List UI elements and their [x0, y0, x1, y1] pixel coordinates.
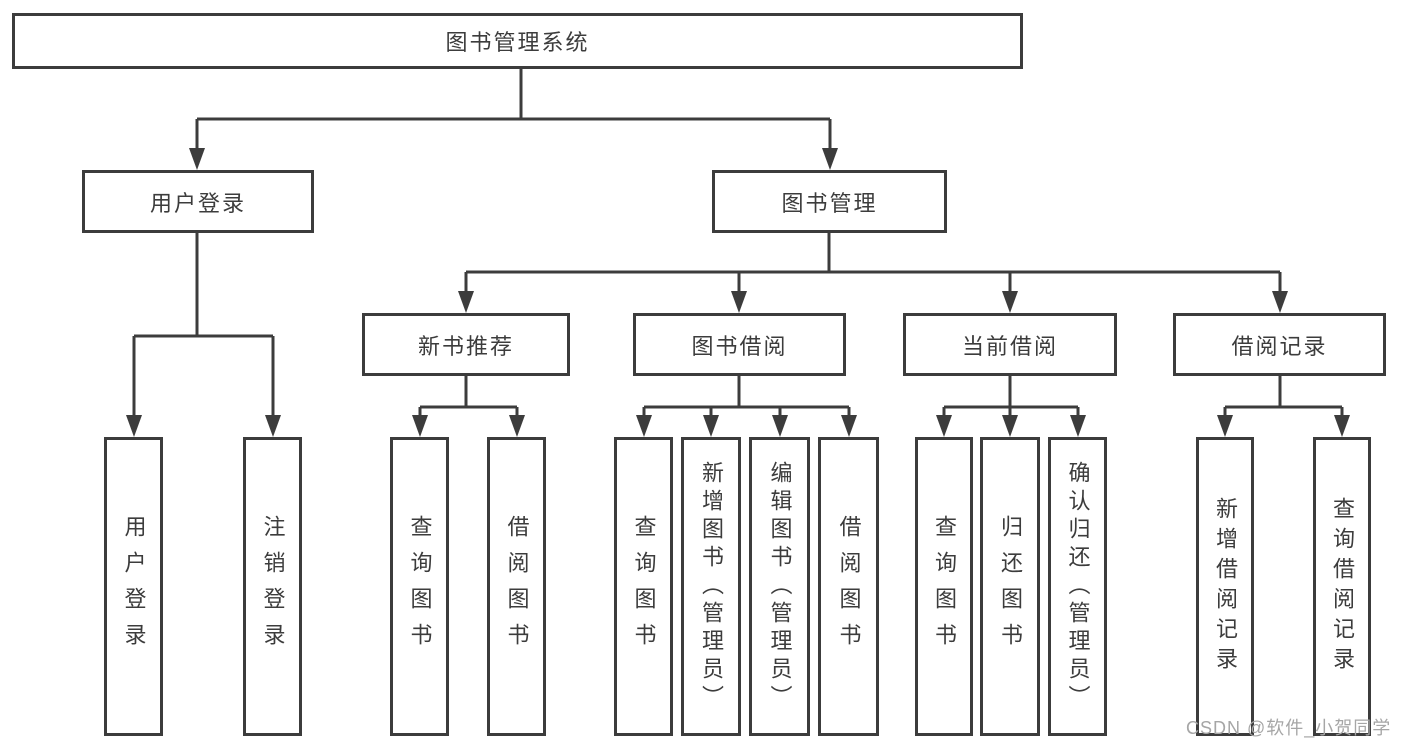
leaf-bb-query-books-label: 查询图书 — [631, 514, 657, 659]
leaf-bb-add-books-admin-label: 新增图书（管理员） — [699, 460, 724, 713]
connector-to-new-book-rec — [464, 272, 468, 293]
connector-to-cb-confirm — [1076, 407, 1080, 419]
connector-to-leaf-logout — [271, 336, 275, 419]
connector-to-nbr-query — [418, 407, 422, 419]
leaf-cb-return-books: 归还图书 — [980, 437, 1040, 736]
connector-book-mgmt-branch — [466, 270, 1280, 274]
connector-nbr-branch — [420, 405, 517, 409]
connector-user-login-stem — [195, 233, 199, 337]
arrowhead-leaf-logout — [265, 415, 281, 437]
arrowhead-br-query — [1334, 415, 1350, 437]
node-book-borrowing: 图书借阅 — [633, 313, 846, 376]
connector-cb-stem — [1008, 376, 1012, 408]
connector-to-nbr-borrow — [515, 407, 519, 419]
node-library-system-label: 图书管理系统 — [445, 30, 590, 55]
leaf-nbr-query-books: 查询图书 — [390, 437, 449, 736]
node-user-login-label: 用户登录 — [149, 190, 246, 216]
leaf-br-query-record: 查询借阅记录 — [1313, 437, 1371, 736]
leaf-logout: 注销登录 — [243, 437, 302, 736]
node-book-borrowing-label: 图书借阅 — [691, 333, 788, 359]
node-new-book-recommend: 新书推荐 — [362, 313, 570, 376]
connector-to-br-add — [1223, 407, 1227, 419]
connector-user-login-branch — [134, 334, 273, 338]
leaf-user-login: 用户登录 — [104, 437, 163, 736]
connector-nbr-stem — [464, 376, 468, 408]
connector-to-bb-query — [642, 407, 646, 419]
connector-bb-branch — [644, 405, 849, 409]
leaf-bb-query-books: 查询图书 — [614, 437, 673, 736]
leaf-bb-edit-books-admin-label: 编辑图书（管理员） — [767, 460, 793, 713]
leaf-bb-borrow-books: 借阅图书 — [818, 437, 879, 736]
arrowhead-book-mgmt — [822, 148, 838, 170]
arrowhead-nbr-borrow — [509, 415, 525, 437]
connector-to-book-mgmt — [828, 119, 832, 152]
arrowhead-bb-edit — [772, 415, 788, 437]
connector-bb-stem — [737, 376, 741, 408]
connector-to-bb-add — [709, 407, 713, 419]
arrowhead-user-login — [189, 148, 205, 170]
csdn-watermark: CSDN @软件_小贺同学 — [1186, 718, 1392, 738]
node-library-system: 图书管理系统 — [12, 13, 1023, 69]
leaf-cb-confirm-return-admin: 确认归还（管理员） — [1048, 437, 1107, 736]
arrowhead-borrow-records — [1272, 291, 1288, 313]
connector-to-current-borrow — [1008, 272, 1012, 293]
connector-to-leaf-user-login — [132, 336, 136, 419]
node-book-management-label: 图书管理 — [781, 190, 878, 216]
leaf-br-query-record-label: 查询借阅记录 — [1330, 496, 1355, 677]
node-borrow-records-label: 借阅记录 — [1231, 333, 1328, 359]
leaf-user-login-label: 用户登录 — [121, 514, 147, 659]
leaf-br-add-record: 新增借阅记录 — [1196, 437, 1254, 736]
arrowhead-cb-query — [936, 415, 952, 437]
leaf-bb-add-books-admin: 新增图书（管理员） — [681, 437, 741, 736]
leaf-cb-query-books: 查询图书 — [915, 437, 973, 736]
leaf-nbr-query-books-label: 查询图书 — [407, 514, 433, 659]
arrowhead-current-borrow — [1002, 291, 1018, 313]
node-current-borrowing: 当前借阅 — [903, 313, 1117, 376]
node-book-management: 图书管理 — [712, 170, 947, 233]
leaf-cb-confirm-return-admin-label: 确认归还（管理员） — [1065, 460, 1091, 713]
connector-to-br-query — [1340, 407, 1344, 419]
arrowhead-book-borrow — [731, 291, 747, 313]
leaf-nbr-borrow-books-label: 借阅图书 — [504, 514, 530, 659]
connector-to-bb-edit — [778, 407, 782, 419]
arrowhead-bb-add — [703, 415, 719, 437]
connector-to-borrow-records — [1278, 272, 1282, 293]
leaf-logout-label: 注销登录 — [260, 514, 286, 659]
node-new-book-recommend-label: 新书推荐 — [417, 333, 514, 359]
arrowhead-new-book-rec — [458, 291, 474, 313]
connector-to-cb-query — [942, 407, 946, 419]
node-current-borrowing-label: 当前借阅 — [961, 333, 1058, 359]
arrowhead-cb-return — [1002, 415, 1018, 437]
connector-book-mgmt-stem — [827, 233, 831, 273]
leaf-br-add-record-label: 新增借阅记录 — [1213, 496, 1238, 677]
arrowhead-leaf-user-login — [126, 415, 142, 437]
arrowhead-cb-confirm — [1070, 415, 1086, 437]
leaf-cb-return-books-label: 归还图书 — [998, 514, 1023, 659]
connector-root-branch — [197, 117, 830, 121]
arrowhead-bb-query — [636, 415, 652, 437]
connector-br-stem — [1278, 376, 1282, 408]
arrowhead-nbr-query — [412, 415, 428, 437]
connector-br-branch — [1225, 405, 1342, 409]
connector-to-book-borrow — [737, 272, 741, 293]
arrowhead-bb-borrow — [841, 415, 857, 437]
leaf-nbr-borrow-books: 借阅图书 — [487, 437, 546, 736]
connector-to-cb-return — [1008, 407, 1012, 419]
leaf-cb-query-books-label: 查询图书 — [932, 514, 957, 659]
leaf-bb-edit-books-admin: 编辑图书（管理员） — [749, 437, 810, 736]
connector-to-user-login — [195, 119, 199, 152]
arrowhead-br-add — [1217, 415, 1233, 437]
leaf-bb-borrow-books-label: 借阅图书 — [836, 514, 862, 659]
node-borrow-records: 借阅记录 — [1173, 313, 1386, 376]
connector-root-stem — [519, 68, 523, 119]
node-user-login: 用户登录 — [82, 170, 314, 233]
connector-to-bb-borrow — [847, 407, 851, 419]
